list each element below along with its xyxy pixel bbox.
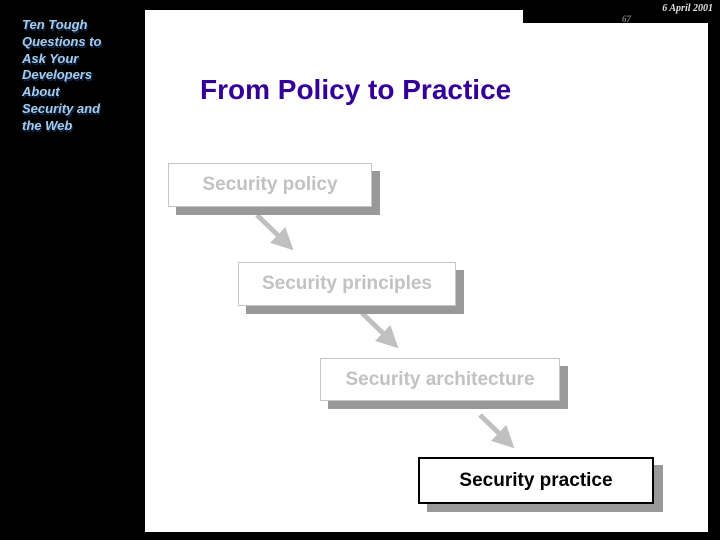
- flow-box-security-principles: Security principles: [238, 262, 456, 306]
- date-stamp: 6 April 2001: [662, 3, 713, 14]
- presentation-title: Ten Tough Questions to Ask Your Develope…: [22, 17, 102, 133]
- flow-box-security-practice: Security practice: [418, 457, 654, 504]
- arrow-architecture-to-practice: [478, 413, 515, 449]
- header-bar: 6 April 2001 67: [523, 0, 720, 23]
- flow-box-security-policy: Security policy: [168, 163, 372, 207]
- slide-number: 67: [622, 14, 631, 23]
- flow-box-security-architecture: Security architecture: [320, 358, 560, 401]
- arrow-policy-to-principles: [255, 213, 294, 251]
- arrow-principles-to-architecture: [360, 311, 399, 349]
- slide-title: From Policy to Practice: [200, 74, 512, 105]
- slide-canvas[interactable]: From Policy to Practice Security policy …: [145, 10, 708, 532]
